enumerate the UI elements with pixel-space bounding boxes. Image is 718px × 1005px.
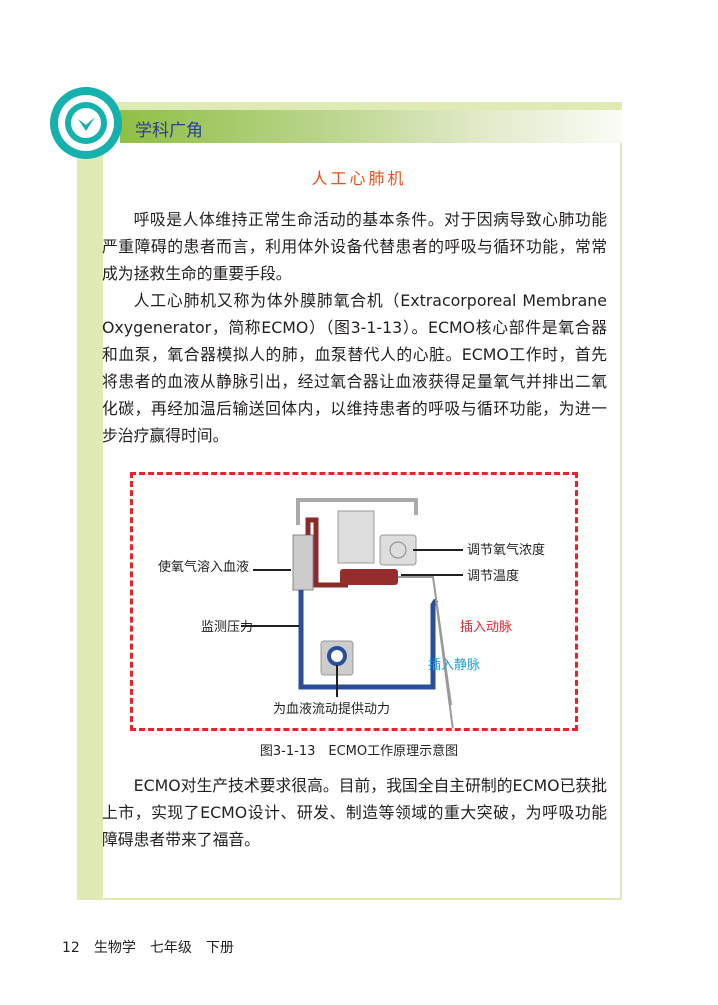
article-body: 呼吸是人体维持正常生命活动的基本条件。对于因病导致心肺功能严重障碍的患者而言，利… <box>102 206 607 449</box>
label-o2: 调节氧气浓度 <box>467 542 545 558</box>
label-pump: 为血液流动提供动力 <box>273 701 390 717</box>
article-body-end: ECMO对生产技术要求很高。目前，我国全自主研制的ECMO已获批上市，实现了EC… <box>102 772 607 853</box>
page-number: 12 <box>62 940 80 956</box>
section-logo-icon <box>50 87 122 159</box>
article-title: 人工心肺机 <box>311 169 407 188</box>
label-artery: 插入动脉 <box>460 620 512 635</box>
sidebar-frame <box>77 102 622 900</box>
heat-exchanger-icon <box>340 569 398 585</box>
paragraph: 人工心肺机又称为体外膜肺氧合机（Extracorporeal Membrane … <box>102 291 607 445</box>
label-temp: 调节温度 <box>467 568 519 584</box>
page-footer: 12 生物学七年级下册 <box>62 937 248 957</box>
label-vein: 插入静脉 <box>428 658 480 673</box>
book-title: 生物学 <box>93 940 136 956</box>
ecmo-figure: 使氧气溶入血液 监测压力 为血液流动提供动力 调节氧气浓度 调节温度 插入动脉 … <box>130 472 578 731</box>
grade: 七年级 <box>149 940 192 956</box>
section-header-bar <box>120 110 622 143</box>
label-pressure: 监测压力 <box>201 620 253 635</box>
label-oxygenate: 使氧气溶入血液 <box>158 559 249 575</box>
figure-caption: 图3-1-13 ECMO工作原理示意图 <box>259 744 459 759</box>
paragraph: ECMO对生产技术要求很高。目前，我国全自主研制的ECMO已获批上市，实现了EC… <box>102 776 607 849</box>
volume: 下册 <box>205 940 234 956</box>
ecmo-diagram: 使氧气溶入血液 监测压力 为血液流动提供动力 调节氧气浓度 调节温度 插入动脉 … <box>158 498 545 731</box>
paragraph: 呼吸是人体维持正常生命活动的基本条件。对于因病导致心肺功能严重障碍的患者而言，利… <box>102 210 607 283</box>
section-title: 学科广角 <box>135 121 203 141</box>
oxygenator-icon <box>292 534 314 591</box>
